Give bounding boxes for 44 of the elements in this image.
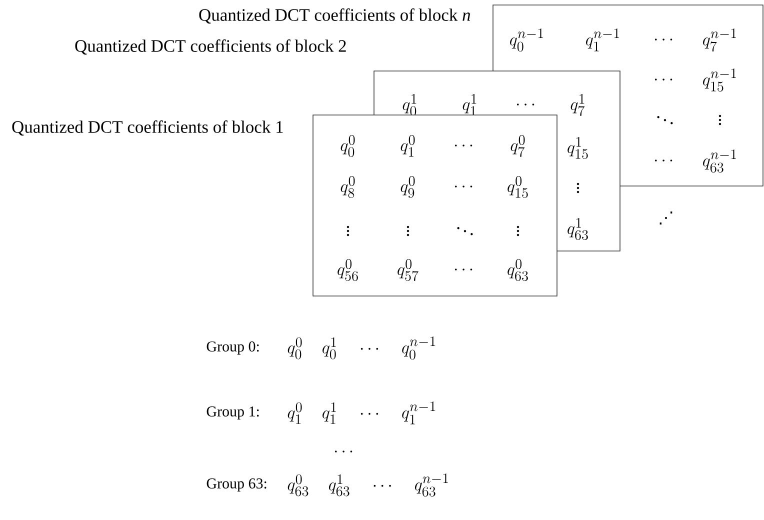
ellipsis-mark: $\cdots$ — [334, 450, 352, 452]
matrix-entry: $q_0^{n-1}$ — [510, 28, 543, 52]
matrix-entry: $q_1^0$ — [400, 135, 415, 157]
block-heading: Quantized DCT coefficients of block 1 — [12, 120, 283, 136]
block-heading: Quantized DCT coefficients of block 2 — [75, 39, 346, 55]
block-heading: Quantized DCT coefficients of block n — [199, 8, 470, 24]
group-label: Group 1: — [206, 406, 259, 420]
matrix-entry: $q_8^0$ — [340, 176, 355, 198]
matrix-entry: $\vdots$ — [718, 114, 722, 126]
matrix-entry: $\vdots$ — [346, 226, 350, 236]
matrix-entry: $\cdots$ — [654, 78, 672, 80]
matrix-entry: $q_{15}^{n-1}$ — [703, 68, 736, 92]
matrix-entry: $\cdots$ — [454, 144, 472, 146]
matrix-entry: $q_7^{n-1}$ — [703, 28, 736, 52]
coefficient-row: $q_1^0 \quad q_1^1 \quad \cdots \quad q_1^{n-1}$ — [288, 401, 436, 424]
matrix-entry: $\cdots$ — [454, 268, 472, 270]
matrix-entry: $q_{63}^{n-1}$ — [703, 149, 736, 173]
coefficient-row: $q_0^0 \quad q_0^1 \quad \cdots \quad q_0^{n-1}$ — [288, 336, 436, 360]
matrix-entry: $q_0^0$ — [340, 135, 355, 157]
matrix-entry: $q_1^1$ — [462, 94, 476, 116]
matrix-entry: $q_{63}^0$ — [508, 259, 528, 281]
matrix-entry: $\ddots$ — [457, 227, 473, 236]
matrix-entry: $q_{63}^1$ — [568, 218, 588, 240]
matrix-entry: $q_7^1$ — [570, 94, 584, 116]
matrix-entry: $\cdots$ — [454, 186, 472, 188]
coefficient-row: $q_{63}^0 \quad q_{63}^1 \quad \cdots \quad q_{63}^{n-1}$ — [288, 473, 448, 497]
matrix-entry: $\vdots$ — [576, 182, 580, 194]
matrix-entry: $\cdots$ — [654, 38, 672, 40]
matrix-entry: $q_{15}^0$ — [508, 176, 528, 198]
matrix-entry: $q_0^1$ — [402, 94, 416, 116]
matrix-entry: $\cdots$ — [516, 104, 534, 106]
matrix-entry: $\ddots$ — [657, 116, 673, 124]
matrix-entry: $q_{57}^0$ — [398, 259, 418, 281]
matrix-entry: $q_7^0$ — [510, 135, 525, 157]
matrix-entry: $\vdots$ — [406, 226, 410, 236]
matrix-entry: $q_{56}^0$ — [338, 259, 358, 281]
matrix-entry: $\cdots$ — [654, 160, 672, 162]
matrix-entry: $\vdots$ — [516, 226, 520, 236]
matrix-entry: $q_9^0$ — [400, 176, 415, 198]
ellipsis-mark: ⋰ — [660, 212, 672, 224]
group-label: Group 0: — [206, 341, 259, 355]
group-label: Group 63: — [206, 478, 266, 492]
matrix-entry: $q_{15}^1$ — [568, 137, 588, 159]
matrix-entry: $q_1^{n-1}$ — [586, 28, 619, 52]
